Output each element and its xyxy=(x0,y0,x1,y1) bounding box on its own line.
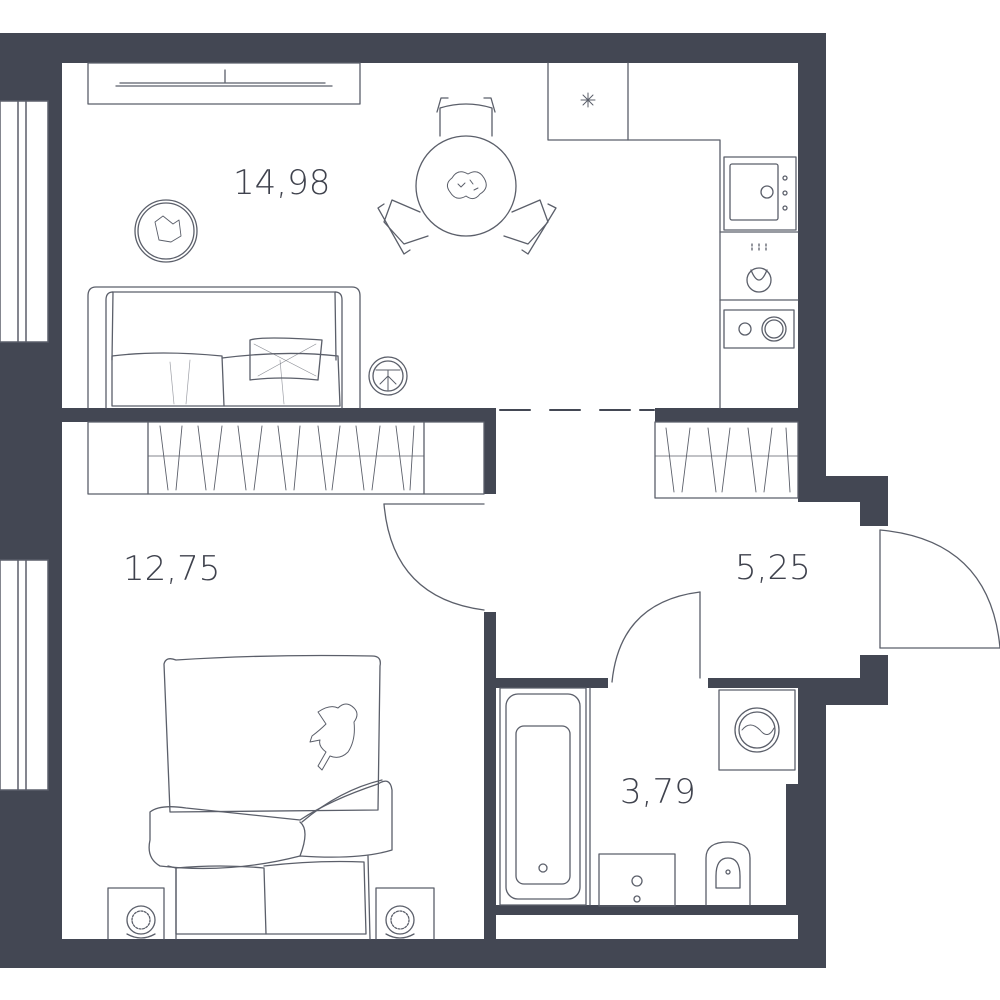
area-hallway: 5,25 xyxy=(735,548,811,588)
area-living-kitchen: 14,98 xyxy=(233,163,331,203)
toilet xyxy=(705,841,751,906)
decor-circle xyxy=(134,199,198,263)
entrance-door xyxy=(879,529,1000,649)
nightstand-left xyxy=(107,887,165,940)
area-bathroom: 3,79 xyxy=(620,772,696,812)
robot-vacuum xyxy=(368,356,408,396)
tv-stand xyxy=(87,62,361,105)
area-bedroom: 12,75 xyxy=(123,549,221,589)
kitchen-counter xyxy=(547,62,799,409)
washing-machine xyxy=(718,689,796,771)
sofa xyxy=(87,286,361,409)
windows xyxy=(0,100,49,791)
furniture xyxy=(87,62,1000,940)
bedroom-door xyxy=(383,503,485,611)
dining-set xyxy=(377,97,557,255)
wardrobe-bedroom xyxy=(87,421,485,495)
walls xyxy=(0,33,888,968)
bathtub xyxy=(499,687,591,906)
wardrobe-hall xyxy=(654,421,799,499)
bathroom-door xyxy=(611,591,701,683)
bathroom-sink xyxy=(598,853,676,907)
bed xyxy=(148,654,393,940)
nightstand-right xyxy=(375,887,435,940)
